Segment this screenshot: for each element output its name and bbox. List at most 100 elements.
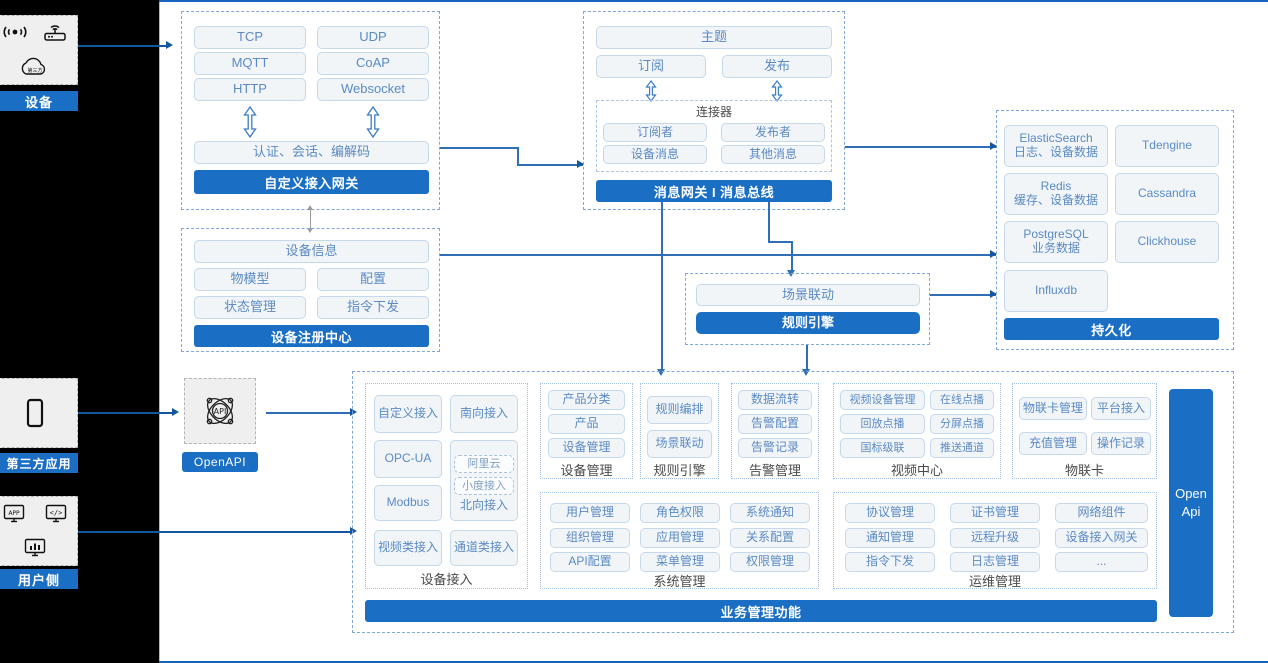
connector-group	[596, 100, 832, 172]
ic-operation-record[interactable]: 操作记录	[1091, 432, 1151, 455]
svg-text:API: API	[214, 407, 227, 416]
registry-state-management[interactable]: 状态管理	[194, 296, 306, 319]
message-publish[interactable]: 发布	[722, 55, 832, 78]
gateway-middle-layer[interactable]: 认证、会话、编解码	[194, 141, 429, 164]
da-modbus[interactable]: Modbus	[374, 485, 442, 521]
rule-to-business-line	[806, 345, 808, 372]
da-southbound-access[interactable]: 南向接入	[450, 395, 518, 433]
connector-publisher[interactable]: 发布者	[721, 123, 825, 142]
om-device-access-gateway[interactable]: 设备接入网关	[1055, 528, 1148, 548]
om-remote-upgrade[interactable]: 远程升级	[950, 528, 1040, 548]
am-data-flow[interactable]: 数据流转	[738, 390, 812, 410]
om-log-management[interactable]: 日志管理	[950, 552, 1040, 572]
message-bus-group	[583, 11, 845, 210]
sm-role-permission[interactable]: 角色权限	[640, 503, 720, 523]
am-alarm-record[interactable]: 告警记录	[738, 438, 812, 458]
rule-to-persistence-arrow	[990, 289, 997, 298]
api-atom-icon: API	[197, 389, 243, 433]
vc-playback-vod[interactable]: 回放点播	[840, 414, 925, 434]
sm-user-management[interactable]: 用户管理	[550, 503, 630, 523]
om-certificate-management[interactable]: 证书管理	[950, 503, 1040, 523]
om-command-issue[interactable]: 指令下发	[845, 552, 935, 572]
message-topic[interactable]: 主题	[596, 26, 832, 49]
sm-api-config[interactable]: API配置	[550, 552, 630, 572]
persistence-tdengine[interactable]: Tdengine	[1115, 125, 1219, 167]
arrow-device-to-gateway-head	[166, 40, 173, 49]
rule-scene-linkage[interactable]: 场景联动	[696, 284, 920, 306]
da-video-access[interactable]: 视频类接入	[374, 530, 442, 566]
protocol-tcp[interactable]: TCP	[194, 26, 306, 49]
om-protocol-management[interactable]: 协议管理	[845, 503, 935, 523]
da-northbound-wrap[interactable]: 阿里云 小度接入 北向接入	[450, 440, 518, 521]
app-window-icon: APP	[0, 503, 35, 525]
rule-engine-group	[685, 273, 930, 345]
vc-gb-cascade[interactable]: 国标级联	[840, 438, 925, 458]
om-network-component[interactable]: 网络组件	[1055, 503, 1148, 523]
protocol-coap[interactable]: CoAP	[317, 52, 429, 75]
da-xiaodu-access[interactable]: 小度接入	[454, 477, 514, 496]
bus-to-business-line	[661, 202, 663, 372]
sm-system-notice[interactable]: 系统通知	[730, 503, 810, 523]
rule-engine-footer[interactable]: 规则引擎	[696, 312, 920, 334]
code-window-icon: </>	[35, 503, 77, 525]
dm-device-management[interactable]: 设备管理	[548, 438, 625, 458]
protocol-mqtt[interactable]: MQTT	[194, 52, 306, 75]
chart-window-icon	[0, 537, 77, 559]
vc-online-vod[interactable]: 在线点播	[930, 390, 994, 410]
gateway-footer[interactable]: 自定义接入网关	[194, 170, 429, 194]
mobile-phone-icon	[24, 397, 46, 429]
ic-platform-access[interactable]: 平台接入	[1091, 397, 1151, 420]
device-icon-card: 第三方	[0, 15, 78, 85]
dm-product[interactable]: 产品	[548, 414, 625, 434]
da-opc-ua[interactable]: OPC-UA	[374, 440, 442, 478]
business-footer[interactable]: 业务管理功能	[365, 600, 1157, 622]
re-rule-arrangement[interactable]: 规则编排	[647, 396, 712, 424]
persistence-clickhouse[interactable]: Clickhouse	[1115, 221, 1219, 263]
registry-command-issue[interactable]: 指令下发	[317, 296, 429, 319]
message-subscribe[interactable]: 订阅	[596, 55, 706, 78]
connector-subscriber[interactable]: 订阅者	[603, 123, 707, 142]
am-alarm-config[interactable]: 告警配置	[738, 414, 812, 434]
col-rule-engine	[640, 383, 719, 479]
col-alarm-management	[731, 383, 819, 479]
protocol-udp[interactable]: UDP	[317, 26, 429, 49]
dm-product-category[interactable]: 产品分类	[548, 390, 625, 410]
connector-other-message[interactable]: 其他消息	[721, 145, 825, 164]
sm-menu-management[interactable]: 菜单管理	[640, 552, 720, 572]
persistence-postgresql-sub: 业务数据	[1031, 241, 1080, 255]
ic-recharge-management[interactable]: 充值管理	[1019, 432, 1087, 455]
registry-config[interactable]: 配置	[317, 268, 429, 291]
persistence-redis[interactable]: Redis 缓存、设备数据	[1004, 173, 1108, 215]
vc-video-device-management[interactable]: 视频设备管理	[840, 390, 925, 410]
om-notice-management[interactable]: 通知管理	[845, 528, 935, 548]
persistence-elasticsearch[interactable]: ElasticSearch 日志、设备数据	[1004, 125, 1108, 167]
vc-split-screen-vod[interactable]: 分屏点播	[930, 414, 994, 434]
registry-footer[interactable]: 设备注册中心	[194, 325, 429, 347]
bus-to-es-line	[845, 146, 996, 148]
registry-thing-model[interactable]: 物模型	[194, 268, 306, 291]
persistence-footer[interactable]: 持久化	[1004, 318, 1219, 340]
registry-device-info[interactable]: 设备信息	[194, 240, 429, 263]
protocol-http[interactable]: HTTP	[194, 78, 306, 101]
connector-device-message[interactable]: 设备消息	[603, 145, 707, 164]
vc-push-channel[interactable]: 推送通道	[930, 438, 994, 458]
sm-org-management[interactable]: 组织管理	[550, 528, 630, 548]
persistence-cassandra[interactable]: Cassandra	[1115, 173, 1219, 215]
message-bus-footer[interactable]: 消息网关 I 消息总线	[596, 180, 832, 202]
da-aliyun[interactable]: 阿里云	[454, 455, 514, 474]
persistence-postgresql[interactable]: PostgreSQL 业务数据	[1004, 221, 1108, 263]
double-arrow-subscribe	[643, 80, 659, 102]
ic-card-management[interactable]: 物联卡管理	[1019, 397, 1087, 420]
sm-permission-management[interactable]: 权限管理	[730, 552, 810, 572]
sm-relation-config[interactable]: 关系配置	[730, 528, 810, 548]
protocol-websocket[interactable]: Websocket	[317, 78, 429, 101]
persistence-influxdb[interactable]: Influxdb	[1004, 270, 1108, 312]
om-more[interactable]: ...	[1055, 552, 1148, 572]
da-channel-access[interactable]: 通道类接入	[450, 530, 518, 566]
open-api-side-bar[interactable]: Open Api	[1169, 389, 1213, 617]
re-scene-linkage[interactable]: 场景联动	[647, 430, 712, 458]
da-custom-access[interactable]: 自定义接入	[374, 395, 442, 433]
arrow-userside-to-business-line	[78, 531, 350, 534]
gw-to-bus-seg2	[517, 147, 519, 165]
sm-app-management[interactable]: 应用管理	[640, 528, 720, 548]
